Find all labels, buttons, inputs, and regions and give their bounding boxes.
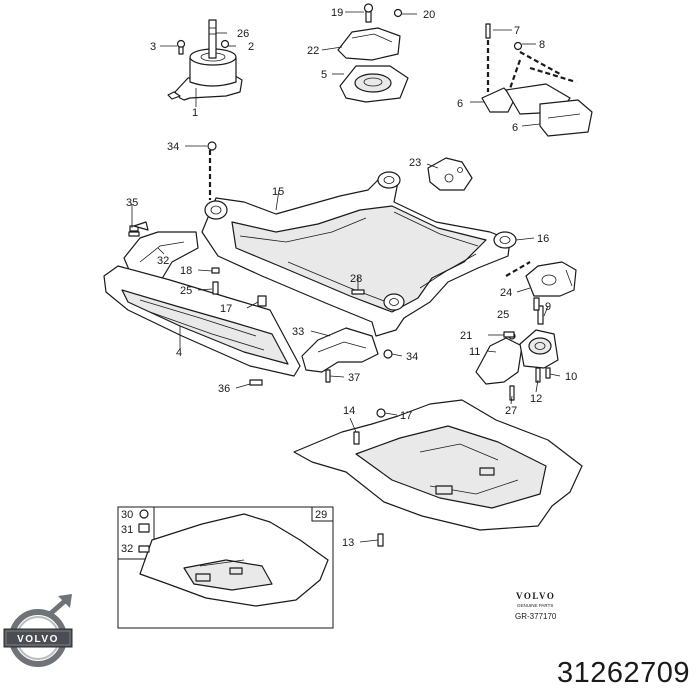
callout-29: 29 bbox=[315, 509, 327, 521]
inset-number-box bbox=[311, 506, 334, 522]
inset-panel bbox=[117, 506, 334, 629]
callout-26: 26 bbox=[237, 28, 249, 40]
callout-20: 20 bbox=[423, 9, 435, 21]
callout-25-right: 25 bbox=[497, 309, 509, 321]
callout-17-upper: 17 bbox=[220, 303, 232, 315]
bolt-21 bbox=[503, 331, 515, 338]
callout-32-main: 32 bbox=[157, 255, 169, 267]
callout-3: 3 bbox=[150, 41, 156, 53]
callout-11: 11 bbox=[469, 346, 480, 358]
nut-34-upper bbox=[207, 141, 217, 151]
engine-mount-left bbox=[167, 19, 243, 101]
callout-23: 23 bbox=[409, 157, 421, 169]
callout-33: 33 bbox=[292, 326, 304, 338]
brand-block: VOLVO GENUINE PARTS GR-377170 bbox=[515, 591, 557, 621]
brand-wordmark: VOLVO bbox=[516, 591, 555, 601]
callout-8: 8 bbox=[539, 39, 545, 51]
inset-legend-box bbox=[117, 506, 155, 560]
nut-18 bbox=[211, 267, 220, 274]
bolt-17-upper bbox=[257, 295, 267, 307]
drawing-reference: GR-377170 bbox=[515, 612, 557, 621]
lower-beam bbox=[103, 265, 301, 377]
subframe-bracket-right-lower bbox=[525, 261, 577, 297]
callout-6-right: 6 bbox=[512, 122, 518, 134]
volvo-badge-text: VOLVO bbox=[17, 634, 59, 645]
callout-37: 37 bbox=[348, 372, 360, 384]
callout-7: 7 bbox=[514, 25, 520, 37]
nut-17-lower bbox=[376, 408, 386, 418]
callout-1: 1 bbox=[192, 107, 198, 119]
callout-12: 12 bbox=[530, 393, 542, 405]
callout-17-lower: 17 bbox=[400, 410, 412, 422]
callout-35: 35 bbox=[126, 197, 138, 209]
bolt-35 bbox=[128, 231, 140, 237]
callout-25-left: 25 bbox=[180, 285, 192, 297]
callout-36: 36 bbox=[218, 383, 230, 395]
inset-frame bbox=[117, 506, 334, 629]
fastener-set bbox=[128, 141, 540, 547]
callout-32-legend: 32 bbox=[121, 543, 133, 555]
transmission-mount-bracket bbox=[481, 23, 593, 137]
callout-4: 4 bbox=[176, 347, 182, 359]
callout-30: 30 bbox=[121, 509, 133, 521]
callout-34-upper: 34 bbox=[167, 141, 179, 153]
callout-34-lower: 34 bbox=[406, 351, 418, 363]
legend-nut-icon bbox=[139, 509, 149, 519]
splash-shield bbox=[293, 399, 583, 531]
callout-5: 5 bbox=[321, 69, 327, 81]
callout-16: 16 bbox=[537, 233, 549, 245]
callout-19: 19 bbox=[331, 7, 343, 19]
bolt-13 bbox=[377, 533, 384, 547]
callout-27: 27 bbox=[505, 405, 517, 417]
part-number: 31262709 bbox=[556, 657, 690, 689]
leader-lines bbox=[131, 11, 561, 543]
volvo-logo: VOLVO bbox=[3, 594, 73, 667]
callout-2: 2 bbox=[248, 41, 254, 53]
callout-13: 13 bbox=[342, 537, 354, 549]
subframe-bracket-front-right bbox=[301, 327, 393, 373]
bolt-25-right bbox=[533, 297, 540, 311]
callout-15: 15 bbox=[272, 186, 284, 198]
callout-21: 21 bbox=[460, 330, 472, 342]
bolt-36 bbox=[249, 379, 263, 386]
legend-bolt-icon bbox=[138, 523, 150, 533]
bolt-28 bbox=[351, 289, 365, 295]
bolt-25-left bbox=[212, 281, 219, 295]
callout-labels: 1 2 3 26 19 20 22 5 7 8 6 6 34 35 15 23 … bbox=[121, 7, 577, 555]
callout-31: 31 bbox=[121, 524, 133, 536]
callout-9: 9 bbox=[545, 301, 551, 313]
callout-18: 18 bbox=[180, 265, 192, 277]
legend-clip-icon bbox=[138, 545, 150, 553]
callout-14: 14 bbox=[343, 405, 355, 417]
callout-6-left: 6 bbox=[457, 98, 463, 110]
upper-bracket-assembly bbox=[337, 3, 409, 103]
subframe-bracket-right-upper bbox=[427, 157, 473, 191]
callout-24: 24 bbox=[500, 287, 512, 299]
callout-28: 28 bbox=[350, 273, 362, 285]
callout-10: 10 bbox=[565, 371, 577, 383]
front-subframe bbox=[201, 150, 531, 337]
rear-mount-assembly bbox=[475, 305, 559, 401]
brand-subline: GENUINE PARTS bbox=[517, 603, 553, 608]
bolt-37 bbox=[325, 369, 331, 383]
callout-22: 22 bbox=[307, 45, 319, 57]
